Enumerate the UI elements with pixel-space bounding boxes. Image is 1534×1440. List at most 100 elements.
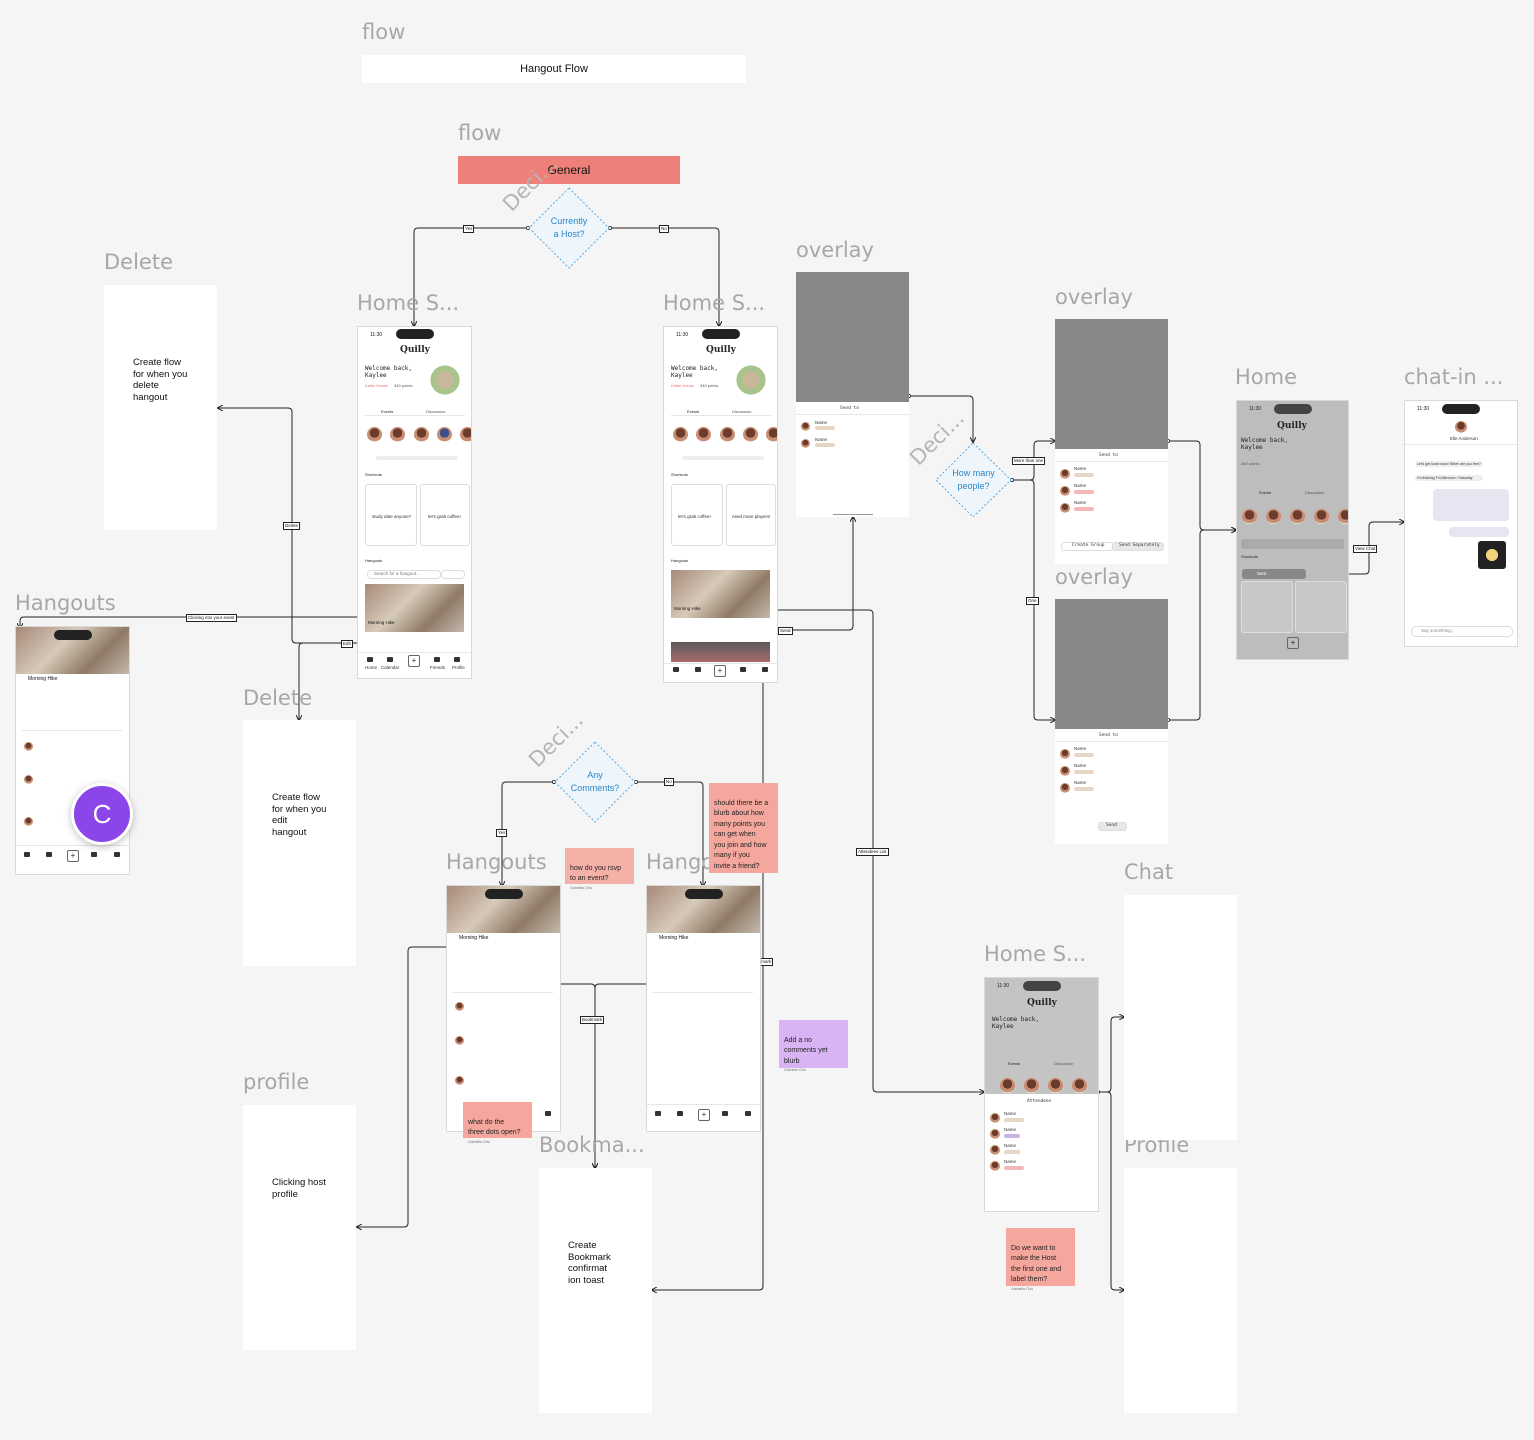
recipient-avatar[interactable]	[1060, 469, 1070, 479]
friend-avatar[interactable]	[1290, 509, 1305, 524]
home-icon[interactable]	[24, 852, 30, 857]
friend-avatar[interactable]	[1338, 509, 1348, 524]
calendar-icon[interactable]	[677, 1111, 683, 1116]
friend-avatar[interactable]	[696, 427, 711, 442]
friend-avatar[interactable]	[1242, 509, 1257, 524]
hangouts-screen-host[interactable]: Morning Hike +	[15, 626, 130, 875]
attendee-avatar[interactable]	[990, 1161, 1000, 1171]
add-icon[interactable]: +	[698, 1109, 710, 1121]
profile-icon[interactable]	[762, 667, 768, 672]
attendees-panel[interactable]: Attendees Name Name Name Name	[985, 1094, 1098, 1211]
friends-icon[interactable]	[434, 657, 440, 662]
message-input[interactable]	[1411, 626, 1513, 637]
send-to-panel-3[interactable]: Send to Name Name Name Send	[1055, 729, 1168, 844]
profile-icon[interactable]	[114, 852, 120, 857]
hangout-hero-image[interactable]	[671, 570, 770, 618]
profile-icon[interactable]	[545, 1111, 551, 1116]
home-screen-host[interactable]: 11:30 Quilly Welcome back, Kaylee Kalbe …	[357, 326, 472, 679]
home-icon[interactable]	[673, 667, 679, 672]
friend-avatar[interactable]	[414, 427, 429, 442]
friend-avatar[interactable]	[720, 427, 735, 442]
friend-avatar[interactable]	[1314, 509, 1329, 524]
recipient-avatar[interactable]	[1060, 486, 1070, 496]
filter-button[interactable]	[441, 570, 465, 579]
sticky-no-comments[interactable]: Add a no comments yet blurb Gabriella Ch…	[779, 1020, 848, 1072]
home-screen-attendees[interactable]: 11:30 Quilly Welcome back, Kaylee Events…	[984, 977, 1099, 1212]
recipient-avatar[interactable]	[1060, 783, 1070, 793]
search-input[interactable]	[367, 570, 441, 579]
friend-avatar[interactable]	[390, 427, 405, 442]
tab-discussion[interactable]: Discussion	[1054, 1061, 1074, 1066]
recipient-avatar[interactable]	[801, 439, 810, 448]
friend-avatar[interactable]	[460, 427, 471, 442]
friend-avatar[interactable]	[1072, 1078, 1087, 1093]
invite-banner[interactable]	[682, 456, 764, 460]
tab-events[interactable]: Events	[1259, 490, 1272, 495]
profile-icon[interactable]	[745, 1111, 751, 1116]
tab-events[interactable]: Events	[687, 409, 700, 414]
bookmark-toast-frame[interactable]: Create Bookmark confirmat ion toast	[539, 1168, 652, 1413]
hangout-hero-image[interactable]	[365, 584, 464, 632]
add-icon[interactable]: +	[714, 665, 726, 677]
commenter-avatar[interactable]	[455, 1076, 464, 1085]
calendar-icon[interactable]	[387, 657, 393, 662]
send-separately-button[interactable]	[1112, 542, 1164, 551]
shortcut-card[interactable]	[726, 484, 776, 546]
recipient-avatar[interactable]	[1060, 749, 1070, 759]
sticky-host-first[interactable]: Do we want to make the Host the first on…	[1006, 1228, 1075, 1291]
hangouts-screen-comments[interactable]: Morning Hike	[446, 885, 561, 1132]
calendar-icon[interactable]	[46, 852, 52, 857]
commenter-avatar[interactable]	[455, 1002, 464, 1011]
chat-frame[interactable]	[1124, 895, 1237, 1140]
send-button[interactable]	[1098, 822, 1127, 831]
attendee-avatar[interactable]	[990, 1145, 1000, 1155]
add-icon[interactable]: +	[1287, 637, 1299, 649]
invite-banner[interactable]	[376, 456, 458, 460]
hangouts-screen-no-comments[interactable]: Morning Hike +	[646, 885, 761, 1132]
commenter-avatar[interactable]	[24, 742, 33, 751]
add-icon[interactable]: +	[67, 850, 79, 862]
delete-flow-frame[interactable]: Create flow for when you delete hangout	[104, 285, 217, 530]
friend-avatar[interactable]	[1266, 509, 1281, 524]
friend-avatar[interactable]	[673, 427, 688, 442]
commenter-avatar[interactable]	[24, 817, 33, 826]
friend-avatar[interactable]	[1000, 1078, 1015, 1093]
chat-icon[interactable]	[722, 1111, 728, 1116]
send-to-panel-2[interactable]: Send to Name Name Name Create Group Send…	[1055, 449, 1168, 564]
user-cursor-avatar[interactable]: C	[71, 783, 133, 845]
friend-avatar[interactable]	[743, 427, 758, 442]
attendee-avatar[interactable]	[990, 1129, 1000, 1139]
chat-screen[interactable]: 11:30 Elle Anderson Let's get lunch soon…	[1404, 400, 1518, 647]
home-screen-sent[interactable]: 11:30 Quilly Welcome back, Kaylee 340 po…	[1236, 400, 1349, 660]
attendee-avatar[interactable]	[990, 1113, 1000, 1123]
shortcut-card[interactable]	[671, 484, 723, 546]
home-icon[interactable]	[655, 1111, 661, 1116]
calendar-icon[interactable]	[695, 667, 701, 672]
tab-discussion[interactable]: Discussion	[732, 409, 752, 414]
friend-avatar[interactable]	[1024, 1078, 1039, 1093]
friend-avatar[interactable]	[367, 427, 382, 442]
general-box[interactable]: General	[458, 156, 680, 184]
profile-icon[interactable]	[454, 657, 460, 662]
sticky-three-dots[interactable]: what do the three dots open? Gabriella C…	[463, 1102, 532, 1144]
chat-icon[interactable]	[740, 667, 746, 672]
chat-photo[interactable]	[1478, 541, 1506, 569]
add-icon[interactable]: +	[408, 655, 420, 667]
shortcut-card[interactable]	[1295, 581, 1347, 633]
recipient-avatar[interactable]	[1060, 766, 1070, 776]
tab-events[interactable]: Events	[381, 409, 394, 414]
chat-icon[interactable]	[91, 852, 97, 857]
hangout-flow-box[interactable]: Hangout Flow	[362, 55, 746, 83]
recipient-avatar[interactable]	[1060, 503, 1070, 513]
shortcut-card[interactable]	[365, 484, 417, 546]
people-decision-diamond[interactable]	[935, 442, 1012, 518]
tab-discussion[interactable]: Discussion	[1305, 490, 1325, 495]
profile-frame[interactable]	[1124, 1168, 1237, 1413]
tab-events[interactable]: Events	[1008, 1061, 1021, 1066]
send-to-panel-1[interactable]: Send to Name Name	[796, 402, 909, 517]
home-screen-guest[interactable]: 11:30 Quilly Welcome back, Kaylee Kalbe …	[663, 326, 778, 683]
host-profile-frame[interactable]: Clicking host profile	[243, 1105, 356, 1350]
hangout-hero-image-2[interactable]	[671, 642, 770, 662]
friend-avatar[interactable]	[437, 427, 452, 442]
sticky-blurb[interactable]: should there be a blurb about how many p…	[709, 783, 778, 873]
